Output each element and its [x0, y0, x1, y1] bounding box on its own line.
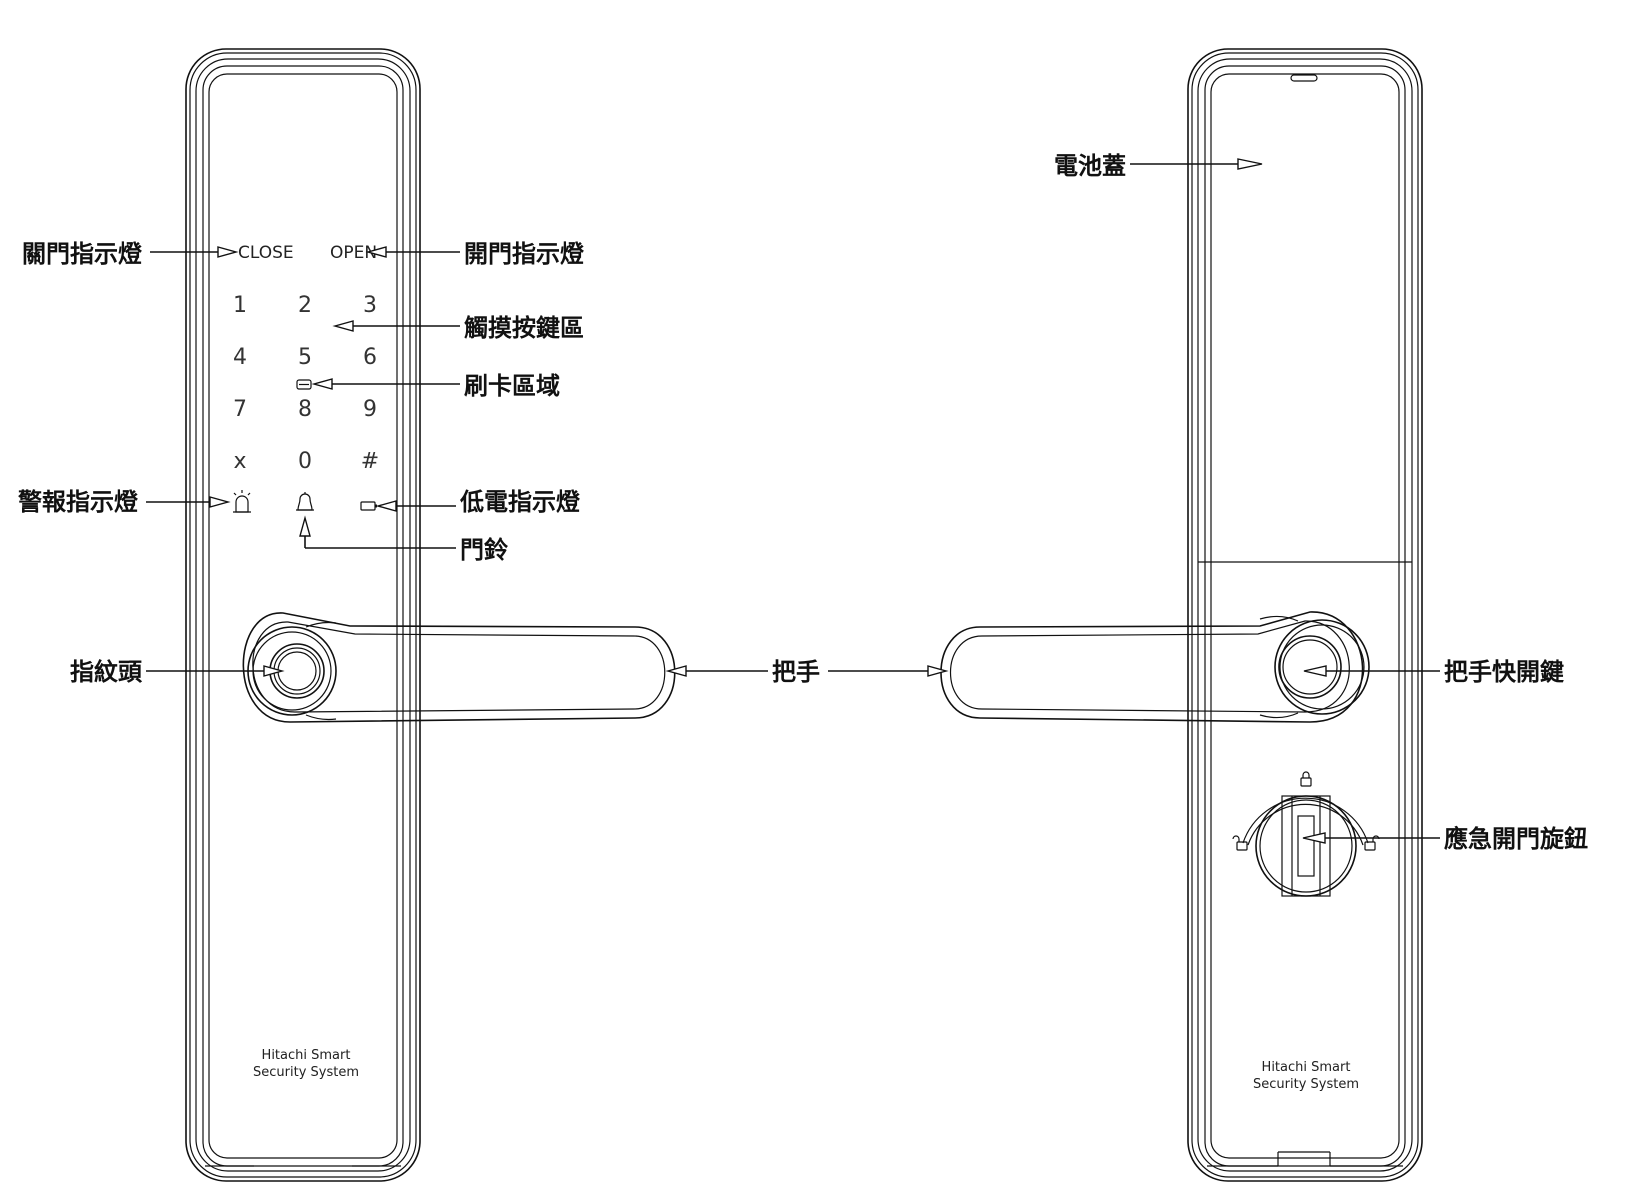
front-panel: CLOSE OPEN 1 2 3 4 5 6 7 8 9 x 0 # [185, 48, 421, 1182]
label-alarm-indicator: 警報指示燈 [17, 488, 139, 516]
callout-handle-quick-open: 把手快開鍵 [1303, 658, 1564, 686]
callout-open-indicator: 開門指示燈 [365, 240, 585, 268]
callout-handle: 把手 [665, 658, 949, 686]
back-brand-line2: Security System [1253, 1077, 1359, 1092]
callout-battery-cover: 電池蓋 [1054, 152, 1263, 180]
callout-low-battery-indicator: 低電指示燈 [375, 488, 581, 516]
callout-touch-keypad: 觸摸按鍵區 [332, 314, 584, 342]
label-open-indicator: 開門指示燈 [464, 240, 585, 268]
key-2[interactable]: 2 [298, 293, 312, 318]
callout-alarm-indicator: 警報指示燈 [17, 488, 231, 516]
back-handle[interactable] [940, 611, 1370, 723]
label-handle: 把手 [772, 658, 820, 686]
label-card-area: 刷卡區域 [464, 372, 560, 400]
label-fingerprint: 指紋頭 [70, 658, 143, 686]
callout-close-indicator: 關門指示燈 [22, 240, 239, 268]
low-battery-icon [360, 501, 377, 511]
label-emergency-knob: 應急開門旋鈕 [1444, 825, 1588, 853]
key-7[interactable]: 7 [233, 397, 247, 422]
key-8[interactable]: 8 [298, 397, 312, 422]
callout-card-area: 刷卡區域 [311, 372, 560, 400]
key-9[interactable]: 9 [363, 397, 377, 422]
label-close-indicator: 關門指示燈 [22, 240, 143, 268]
label-touch-keypad: 觸摸按鍵區 [464, 314, 584, 342]
handle-quick-open-button[interactable] [1278, 635, 1342, 699]
key-4[interactable]: 4 [233, 345, 247, 370]
alarm-icon [233, 490, 251, 513]
label-low-battery-indicator: 低電指示燈 [459, 488, 581, 516]
lock-icon [1300, 771, 1312, 787]
label-battery-cover: 電池蓋 [1054, 152, 1126, 180]
touch-keypad[interactable]: 1 2 3 4 5 6 7 8 9 x 0 # [233, 293, 379, 474]
callout-fingerprint: 指紋頭 [70, 658, 285, 686]
label-handle-quick-open: 把手快開鍵 [1444, 658, 1564, 686]
unlock-icon-left [1232, 835, 1248, 851]
close-panel-text: CLOSE [238, 243, 294, 263]
front-handle[interactable] [242, 612, 676, 723]
back-panel: Hitachi Smart Security System [1187, 48, 1423, 1182]
key-3[interactable]: 3 [363, 293, 377, 318]
key-0[interactable]: 0 [298, 449, 312, 474]
open-panel-text: OPEN [330, 243, 377, 263]
label-doorbell: 門鈴 [460, 536, 509, 564]
callout-emergency-knob: 應急開門旋鈕 [1302, 825, 1588, 853]
front-brand-line1: Hitachi Smart [262, 1048, 351, 1063]
key-5[interactable]: 5 [298, 345, 312, 370]
bell-icon[interactable] [296, 492, 314, 511]
front-brand-line2: Security System [253, 1065, 359, 1080]
key-1[interactable]: 1 [233, 293, 247, 318]
key-6[interactable]: 6 [363, 345, 377, 370]
card-icon [296, 379, 312, 390]
back-brand-line1: Hitachi Smart [1262, 1060, 1351, 1075]
emergency-knob[interactable] [1242, 795, 1369, 897]
key-star[interactable]: x [233, 449, 246, 474]
key-hash[interactable]: # [361, 449, 379, 474]
callout-doorbell: 門鈴 [299, 515, 509, 564]
